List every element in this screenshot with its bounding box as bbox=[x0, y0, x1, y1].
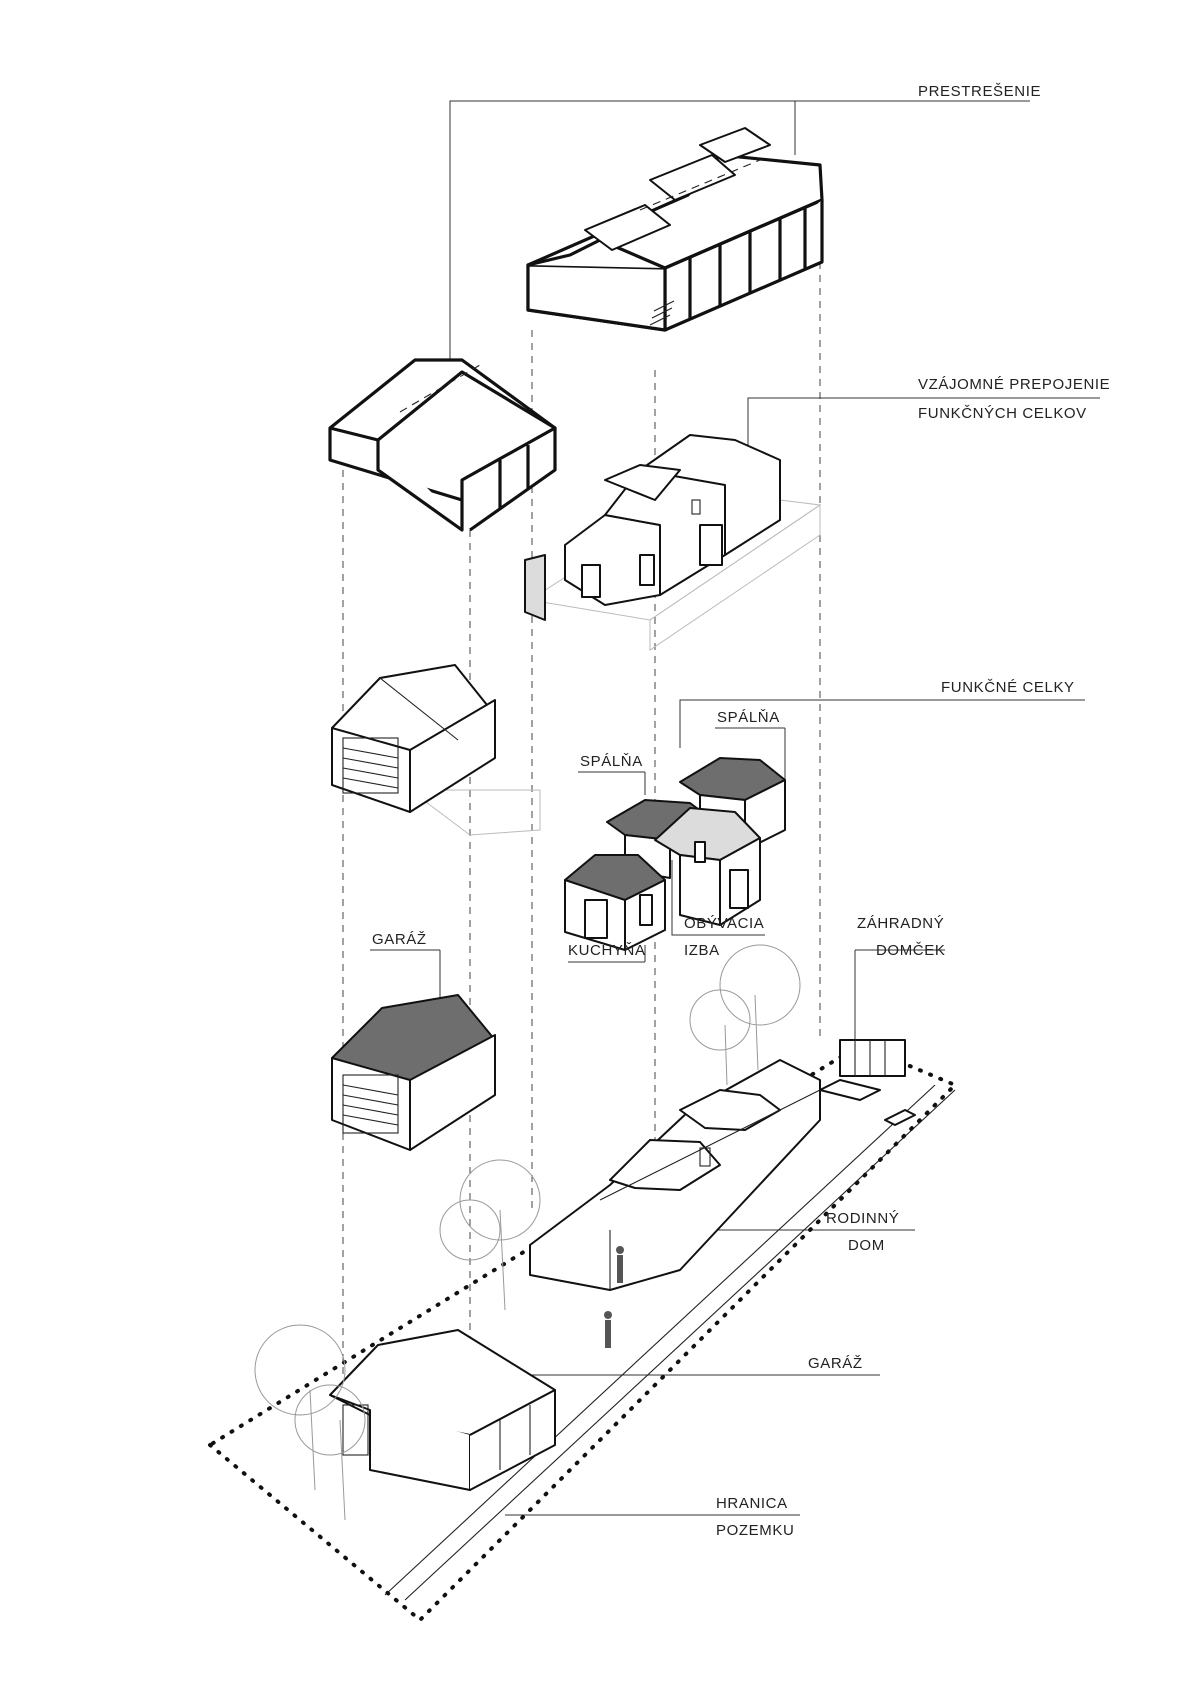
label-family-house-1: RODINNÝ bbox=[826, 1210, 899, 1227]
label-living-2: IZBA bbox=[684, 942, 720, 959]
label-family-house-2: DOM bbox=[848, 1237, 885, 1254]
label-garage-bottom: GARÁŽ bbox=[808, 1355, 863, 1372]
site-plan bbox=[208, 944, 959, 1623]
connection-layer bbox=[524, 434, 822, 651]
garden-house bbox=[819, 1039, 916, 1126]
garage-lower bbox=[329, 1329, 556, 1491]
tree-group-left bbox=[254, 1324, 366, 1521]
label-living-1: OBÝVACIA bbox=[684, 915, 764, 932]
garage-door-upper bbox=[342, 737, 399, 794]
leader-lines bbox=[370, 100, 1100, 1516]
family-house bbox=[529, 1059, 821, 1348]
roof-layer bbox=[328, 127, 824, 532]
label-connection-1: VZÁJOMNÉ PREPOJENIE bbox=[918, 376, 1110, 393]
tree-group-mid bbox=[439, 1159, 541, 1311]
label-garage-top: GARÁŽ bbox=[372, 931, 427, 948]
label-kitchen: KUCHYŇA bbox=[568, 942, 646, 959]
labels: PRESTREŠENIE VZÁJOMNÉ PREPOJENIE FUNKČNÝ… bbox=[372, 83, 1110, 1539]
label-garden-house-2: DOMČEK bbox=[876, 942, 945, 959]
label-connection-2: FUNKČNÝCH CELKOV bbox=[918, 405, 1087, 422]
functional-units bbox=[564, 757, 786, 951]
label-bedroom-left: SPÁLŇA bbox=[580, 753, 643, 770]
label-functional-units: FUNKČNÉ CELKY bbox=[941, 679, 1075, 696]
label-plot-boundary-1: HRANICA bbox=[716, 1495, 788, 1512]
plot-boundary bbox=[208, 1042, 959, 1623]
stairs bbox=[649, 300, 675, 326]
garage-door-middle bbox=[342, 1074, 399, 1134]
garage-box-upper bbox=[331, 664, 541, 836]
label-plot-boundary-2: POZEMKU bbox=[716, 1522, 794, 1539]
label-bedroom-right: SPÁLŇA bbox=[717, 709, 780, 726]
tree-group-right bbox=[689, 944, 801, 1086]
garage-box-middle bbox=[331, 994, 496, 1151]
label-garden-house-1: ZÁHRADNÝ bbox=[857, 915, 944, 932]
label-roof: PRESTREŠENIE bbox=[918, 83, 1041, 100]
